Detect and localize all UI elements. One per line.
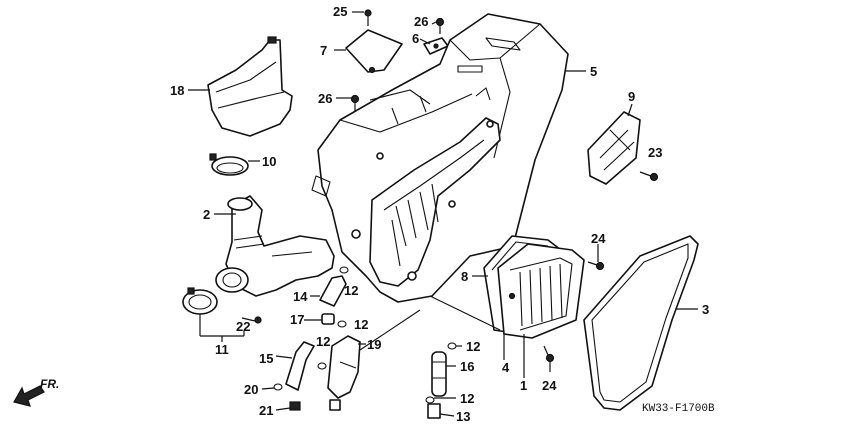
drain-tube-part-15	[285, 341, 315, 391]
clip-part-12-c	[317, 362, 327, 370]
diagram-code: KW33-F1700B	[642, 403, 715, 415]
callout-5: 5	[590, 64, 597, 79]
element-part-9	[587, 111, 641, 185]
callout-20: 20	[244, 382, 258, 397]
front-direction-indicator: FR.	[13, 377, 59, 407]
callout-24-upper: 24	[591, 231, 606, 246]
drain-plug-cap	[329, 399, 341, 411]
callout-6: 6	[412, 31, 419, 46]
callout-15: 15	[259, 351, 273, 366]
callout-26-top: 26	[414, 14, 428, 29]
callout-22: 22	[236, 319, 250, 334]
air-cleaner-case-part-5	[311, 13, 569, 303]
callout-12-d: 12	[466, 339, 480, 354]
clamp-part-11	[182, 287, 218, 315]
callout-13: 13	[456, 409, 470, 424]
callout-26-left: 26	[318, 91, 332, 106]
callout-3: 3	[702, 302, 709, 317]
callout-12-b: 12	[354, 317, 368, 332]
callout-8: 8	[461, 269, 468, 284]
front-direction-label: FR.	[40, 377, 59, 391]
callout-12-c: 12	[316, 334, 330, 349]
screw-part-21	[289, 401, 301, 411]
callout-14: 14	[293, 289, 308, 304]
callout-4: 4	[502, 360, 510, 375]
screw-part-25	[364, 9, 372, 26]
clip-part-20	[273, 383, 283, 391]
screw-part-24-lower	[543, 345, 555, 363]
callout-25: 25	[333, 4, 347, 19]
callout-labels: 25 26 6 7 5 18 26 9 10 23 2 24 8 3 14 12…	[170, 4, 709, 424]
callout-12-e: 12	[460, 391, 474, 406]
front-arrow-icon	[13, 385, 45, 407]
screw-part-23	[639, 171, 659, 182]
callout-12-a: 12	[344, 283, 358, 298]
callout-1: 1	[520, 378, 527, 393]
callout-23: 23	[648, 145, 662, 160]
intake-tube-part-2	[215, 195, 335, 297]
air-cleaner-element-part-1	[497, 243, 585, 339]
callout-21: 21	[259, 403, 273, 418]
callout-11: 11	[215, 342, 229, 357]
duct-cover-part-18	[207, 36, 293, 137]
screw-part-22	[241, 316, 262, 324]
clip-part-12-b	[337, 320, 347, 328]
clip-part-12-e	[425, 396, 435, 404]
callout-17: 17	[290, 312, 304, 327]
cover-plate-part-7	[345, 29, 403, 74]
bolt-part-26-left	[350, 94, 360, 112]
gasket-part-3	[583, 235, 699, 411]
callout-7: 7	[320, 43, 327, 58]
tube-part-14	[319, 275, 347, 307]
leader-lines	[188, 11, 698, 417]
drain-tube-part-16	[431, 351, 447, 397]
clip-part-12-d	[447, 342, 457, 350]
callout-2: 2	[203, 207, 210, 222]
callout-10: 10	[262, 154, 276, 169]
callout-16: 16	[460, 359, 474, 374]
callout-9: 9	[628, 89, 635, 104]
screw-part-24-upper	[587, 261, 605, 271]
plug-part-13	[427, 403, 441, 419]
band-part-10	[209, 153, 249, 176]
tube-part-17	[321, 313, 335, 325]
drain-body-part-19	[327, 335, 361, 399]
callout-18: 18	[170, 83, 184, 98]
bolt-part-26-top	[435, 17, 445, 34]
clip-part-12-a	[339, 266, 349, 274]
callout-24-lower: 24	[542, 378, 557, 393]
callout-19: 19	[367, 337, 381, 352]
